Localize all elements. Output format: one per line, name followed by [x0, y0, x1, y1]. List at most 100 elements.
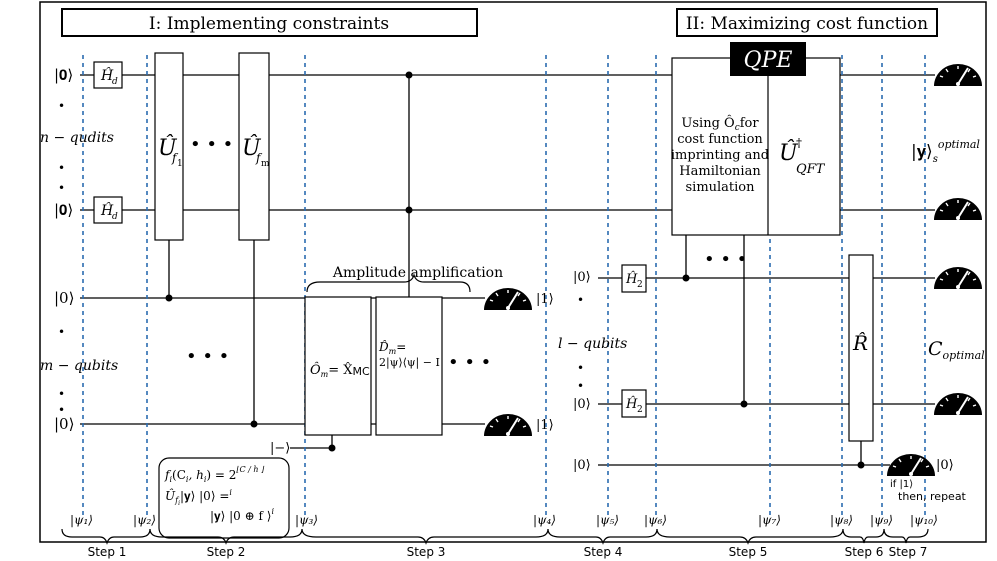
gate-h2-1 — [621, 264, 647, 293]
psi-7: |ψ₇⟩ — [758, 513, 781, 527]
label-qudit-n: |𝟎⟩ — [54, 201, 73, 219]
ellipsis-amp: • • • — [448, 352, 491, 373]
gate-h2-1-label: Ĥ — [625, 271, 638, 287]
ctrl-dot-r — [857, 461, 865, 469]
label-m-qubits: m − qubits — [40, 358, 118, 374]
header-part1: I: Implementing constraints — [149, 14, 389, 34]
gate-ufm-subsub: m — [261, 159, 270, 169]
header-part2-box — [676, 8, 938, 37]
brace-step-1 — [61, 528, 151, 545]
ctrl-dot-qpe-l — [740, 400, 748, 408]
formula-line3: |𝐲⟩ |0 ⊕ f ⟩i — [210, 507, 274, 523]
result-qubit-1: |1⟩ — [536, 292, 554, 307]
step-7: Step 7 — [889, 545, 928, 559]
oc-line-3: imprinting and — [671, 148, 769, 163]
label-l-qubits: l − qubits — [558, 336, 627, 352]
ctrl-dot-ufm — [250, 420, 258, 428]
label-l-qubit-1: |0⟩ — [573, 270, 591, 285]
qpe-label: QPE — [744, 48, 793, 73]
gate-uf1-label: Û — [158, 134, 178, 161]
gate-h2-l-label: Ĥ — [625, 396, 638, 412]
ctrl-dot-uf1 — [165, 294, 173, 302]
dot-6: • — [58, 403, 65, 417]
gate-uqft-sub: QFT — [796, 162, 826, 177]
psi-4: |ψ₄⟩ — [533, 513, 556, 527]
gate-h2-l-sub: 2 — [637, 405, 643, 415]
psi-5: |ψ₅⟩ — [596, 513, 619, 527]
gate-ufm — [238, 52, 270, 241]
dot-5: • — [58, 387, 65, 401]
brace-step-7 — [883, 528, 929, 544]
psi-3: |ψ₃⟩ — [295, 513, 318, 527]
ctrl-dot-qpe-1 — [682, 274, 690, 282]
step-5: Step 5 — [729, 545, 768, 559]
oc-line-4: Hamiltonian — [679, 164, 761, 179]
ctrl-dot-dm-n — [405, 206, 413, 214]
meter-l-qubit-l — [934, 393, 982, 415]
gate-ufm-label: Û — [242, 134, 262, 161]
brace-step-4 — [547, 528, 658, 545]
dot-2: • — [58, 161, 65, 175]
gate-uqft-sup: † — [796, 136, 802, 150]
psi-1: |ψ₁⟩ — [70, 513, 93, 527]
psi-2: |ψ₂⟩ — [133, 513, 156, 527]
gate-h2-l — [621, 389, 647, 418]
gate-om-label: Ôm= X̂MC — [310, 361, 370, 379]
outer-frame — [39, 1, 987, 543]
output-c-optimal: Coptimal — [928, 338, 985, 362]
label-n-qudits: n − qudits — [40, 130, 114, 146]
gate-om — [304, 296, 372, 436]
header-part1-box — [61, 8, 478, 37]
gate-h2-1-sub: 2 — [637, 280, 643, 290]
oc-line-5: simulation — [685, 180, 755, 195]
gate-uf1-subsub: 1 — [177, 159, 183, 169]
formula-line2: Ûfi|𝐲⟩ |0⟩ =i — [165, 487, 232, 507]
step-1: Step 1 — [88, 545, 127, 559]
dot-4: • — [58, 325, 65, 339]
dot-8: • — [577, 361, 584, 375]
psi-6: |ψ₆⟩ — [644, 513, 667, 527]
step-4: Step 4 — [584, 545, 623, 559]
psi-9: |ψ₉⟩ — [870, 513, 893, 527]
step-2: Step 2 — [207, 545, 246, 559]
label-l-qubit-l: |0⟩ — [573, 397, 591, 412]
label-qudit-1: |𝟎⟩ — [54, 66, 73, 84]
meter-l-qubit-1 — [934, 267, 982, 289]
dot-7: • — [577, 293, 584, 307]
gate-dm — [375, 296, 443, 436]
qpe-block — [671, 57, 841, 236]
ctrl-dot-dm-1 — [405, 71, 413, 79]
formula-box — [158, 457, 290, 539]
formula-line1: fi(Ci, hi) = 2⌊C / h ⌋ — [164, 465, 265, 484]
ellipsis-uf: • • • — [190, 134, 233, 155]
brace-amp-amp — [306, 272, 471, 293]
label-qubit-m: |0⟩ — [54, 415, 74, 433]
step-6: Step 6 — [845, 545, 884, 559]
brace-step-2 — [149, 528, 303, 545]
meter-qubit-m — [484, 414, 532, 436]
if-line-1: if |1⟩ — [890, 479, 913, 490]
oc-line-2: cost function — [677, 132, 763, 147]
gate-uf1 — [154, 52, 184, 241]
oc-line-1: Using Ôcfor — [681, 114, 759, 133]
gate-ufm-sub: f — [255, 151, 263, 165]
meter-qudit-n — [934, 198, 982, 220]
result-qubit-m: |1⟩ — [536, 418, 554, 433]
gate-uqft-label: Û — [779, 139, 799, 166]
gate-r-label: R̂ — [852, 331, 868, 355]
label-l-ancilla: |0⟩ — [573, 458, 591, 473]
if-line-2: then, repeat — [898, 490, 967, 503]
result-l-ancilla: |0⟩ — [936, 458, 954, 473]
gate-hd-n — [93, 196, 123, 224]
ctrl-dot-om — [328, 444, 336, 452]
meter-qubit-1 — [484, 288, 532, 310]
label-ket-minus: |−⟩ — [270, 441, 290, 456]
gate-dm-line2: 2|ψ⟩⟨ψ| − I — [379, 356, 440, 370]
gate-hd-1-sub: d — [112, 77, 118, 87]
gate-dm-label: D̂m= — [378, 339, 406, 356]
header-part2: II: Maximizing cost function — [686, 14, 928, 34]
dot-3: • — [58, 181, 65, 195]
meter-qudit-1 — [934, 64, 982, 86]
